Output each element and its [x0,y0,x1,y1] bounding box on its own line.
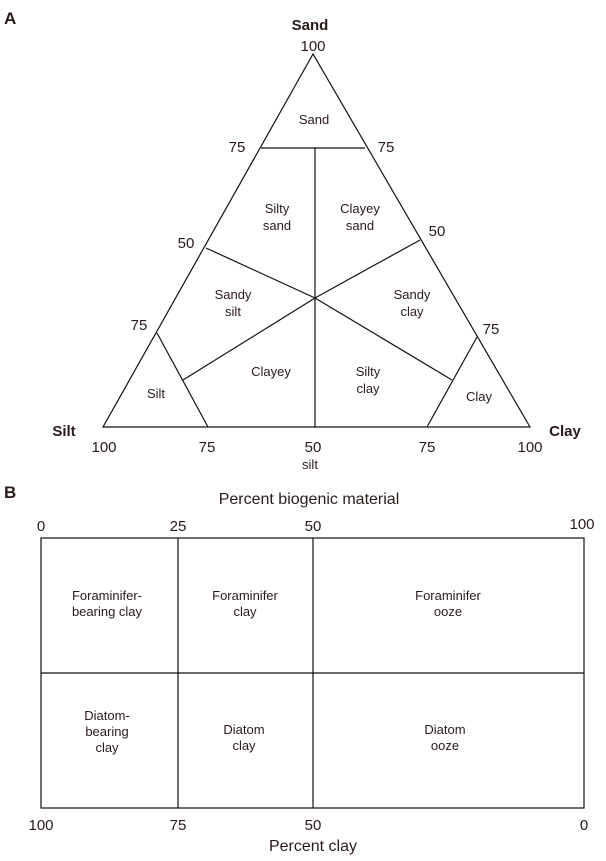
tick-right-75: 75 [378,139,395,156]
bottom-tick-100: 100 [28,817,53,834]
bottom-tick-50: 50 [305,817,322,834]
tick-right-75b: 75 [483,321,500,338]
cell-foraminifer-clay-line2: clay [233,604,257,619]
region-sandy-clay-line1: Sandy [394,287,431,302]
cell-foraminifer-ooze-line1: Foraminifer [415,588,481,603]
region-clayey: Clayey [251,364,291,379]
apex-label-clay: Clay [549,423,581,440]
cell-diatom-bearing-clay-line1: Diatom- [84,708,130,723]
cell-foraminifer-ooze-line2: ooze [434,604,462,619]
tick-left-50: 50 [178,235,195,252]
panel-a-letter: A [4,9,16,28]
cell-diatom-ooze-line1: Diatom [424,722,465,737]
bottom-tick-0: 0 [580,817,588,834]
right-50-line [314,239,421,299]
tick-bottom-75-right: 75 [419,439,436,456]
tick-bottom-silt-label: silt [302,457,318,472]
tick-bottom-75-left: 75 [199,439,216,456]
region-silty-sand-line2: sand [263,218,291,233]
tick-bottom-50: 50 [305,439,322,456]
cell-foraminifer-bearing-clay-line1: Foraminifer- [72,588,142,603]
top-axis-title: Percent biogenic material [219,491,400,508]
cell-foraminifer-clay-line1: Foraminifer [212,588,278,603]
tick-left-75: 75 [229,139,246,156]
panel-b-letter: B [4,483,16,502]
tick-bottom-100-left: 100 [91,439,116,456]
silt-corner-line [156,332,209,428]
top-tick-100: 100 [569,516,594,533]
cell-diatom-bearing-clay-line3: clay [95,740,119,755]
tick-top-100: 100 [300,38,325,55]
cell-diatom-bearing-clay-line2: bearing [85,724,128,739]
ternary-triangle [101,52,532,428]
top-tick-0: 0 [37,518,45,535]
region-silty-sand-line1: Silty [265,201,290,216]
region-clay: Clay [466,389,493,404]
region-silt: Silt [147,386,165,401]
region-clayey-sand-line2: sand [346,218,374,233]
bottom-tick-75: 75 [170,817,187,834]
apex-label-silt: Silt [52,423,75,440]
bottom-axis-title: Percent clay [269,838,357,855]
region-silty-clay-line2: clay [356,381,380,396]
clay-corner-line [426,336,478,428]
cell-diatom-clay-line1: Diatom [223,722,264,737]
region-sand: Sand [299,112,329,127]
cell-foraminifer-bearing-clay-line2: bearing clay [72,604,143,619]
tick-left-75b: 75 [131,317,148,334]
tick-bottom-100-right: 100 [517,439,542,456]
lower-left-line [182,297,316,381]
region-sandy-clay-line2: clay [400,304,424,319]
lower-right-line [314,297,453,381]
tick-right-50: 50 [429,223,446,240]
region-sandy-silt-line2: silt [225,304,241,319]
top-tick-25: 25 [170,518,187,535]
cell-diatom-clay-line2: clay [232,738,256,753]
left-50-line [205,247,316,299]
apex-label-sand: Sand [292,17,329,34]
region-sandy-silt-line1: Sandy [215,287,252,302]
top-tick-50: 50 [305,518,322,535]
region-silty-clay-line1: Silty [356,364,381,379]
region-clayey-sand-line1: Clayey [340,201,380,216]
cell-diatom-ooze-line2: ooze [431,738,459,753]
